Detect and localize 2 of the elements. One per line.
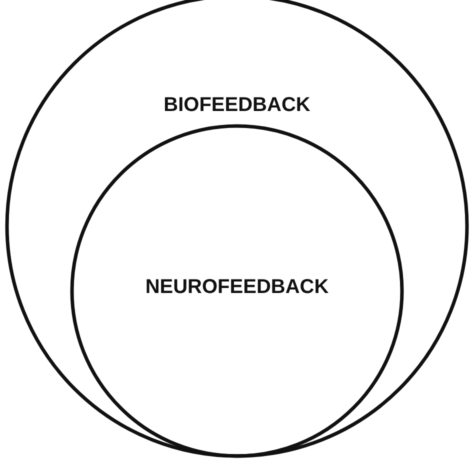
set-label: NEUROFEEDBACK xyxy=(145,276,329,299)
set-label: BIOFEEDBACK xyxy=(164,94,310,117)
